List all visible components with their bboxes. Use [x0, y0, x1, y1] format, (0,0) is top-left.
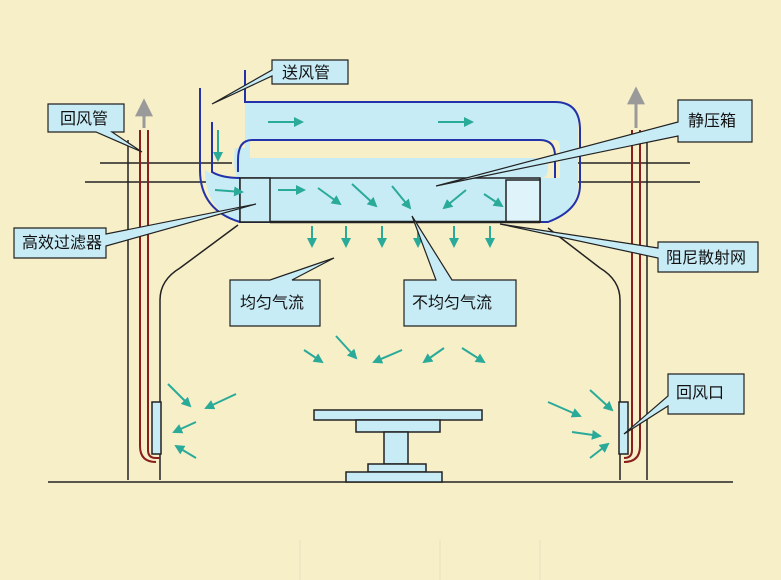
airflow-arrows [167, 117, 614, 459]
teal-arrow-icon [174, 444, 197, 459]
supply-duct-outer [199, 70, 581, 223]
teal-arrow-icon [351, 183, 378, 208]
callout-hepa-filter: 高效过滤器 [13, 203, 257, 259]
callout-nonuniform-airflow: 不均匀气流 [403, 215, 517, 327]
callout-uniform-airflow: 均匀气流 [229, 257, 335, 327]
supply-duct-inner [211, 122, 241, 179]
callout-damping-diffuser: 阻尼散射网 [499, 223, 759, 273]
callout-label: 高效过滤器 [22, 233, 102, 252]
callout-return-vent: 回风口 [623, 373, 745, 435]
teal-arrow-icon [442, 189, 467, 210]
teal-arrow-icon [303, 349, 324, 364]
callout-shape [499, 223, 759, 273]
left-return-pipe-inner [139, 130, 157, 463]
table-base [345, 471, 443, 483]
callout-label: 阻尼散射网 [666, 248, 746, 267]
teal-arrow-icon [172, 421, 197, 434]
teal-arrow-icon [589, 389, 614, 412]
callout-supply-duct: 送风管 [211, 59, 349, 105]
callout-label: 送风管 [282, 63, 330, 82]
teal-arrow-icon [317, 187, 342, 206]
damping-diffuser-block [505, 179, 541, 223]
supply-duct-top-inner [237, 139, 556, 178]
table-support [355, 419, 441, 433]
callout-shape [403, 215, 517, 327]
callout-shape [229, 257, 335, 327]
callout-shape [13, 203, 257, 259]
table-column [383, 431, 409, 465]
callout-label: 静压箱 [688, 111, 736, 130]
callout-return-duct: 回风管 [47, 103, 143, 153]
table-top [313, 409, 483, 421]
teal-arrow-icon [483, 193, 504, 208]
table-foot [367, 463, 427, 473]
teal-arrow-icon [571, 429, 602, 440]
hepa-filter-block [239, 177, 271, 223]
left-inner-wall [159, 224, 239, 480]
callout-label: 均匀气流 [240, 293, 304, 312]
teal-arrow-icon [422, 347, 445, 364]
plenum-box [239, 177, 541, 223]
right-return-pipe-inner [623, 130, 641, 463]
teal-arrow-icon [204, 393, 237, 410]
teal-arrow-icon [547, 401, 582, 418]
teal-arrow-icon [214, 186, 244, 197]
callout-shape [435, 99, 753, 187]
callout-plenum-box: 静压箱 [435, 99, 753, 187]
callout-label: 回风口 [676, 383, 724, 402]
teal-arrow-icon [167, 383, 192, 408]
teal-arrow-icon [391, 185, 412, 210]
callout-shape [211, 59, 349, 105]
left-return-vent [151, 401, 162, 455]
callout-label: 不均匀气流 [412, 293, 492, 312]
right-inner-wall [547, 227, 621, 480]
callout-label: 回风管 [60, 109, 108, 128]
right-return-vent [618, 401, 629, 455]
teal-arrow-icon [335, 335, 358, 360]
teal-arrow-icon [372, 349, 403, 364]
callout-shape [47, 103, 143, 153]
teal-arrow-icon [461, 347, 486, 364]
left-return-pipe [147, 130, 160, 459]
right-return-pipe [623, 130, 633, 459]
callout-shape [623, 373, 745, 435]
teal-arrow-icon [589, 442, 610, 459]
